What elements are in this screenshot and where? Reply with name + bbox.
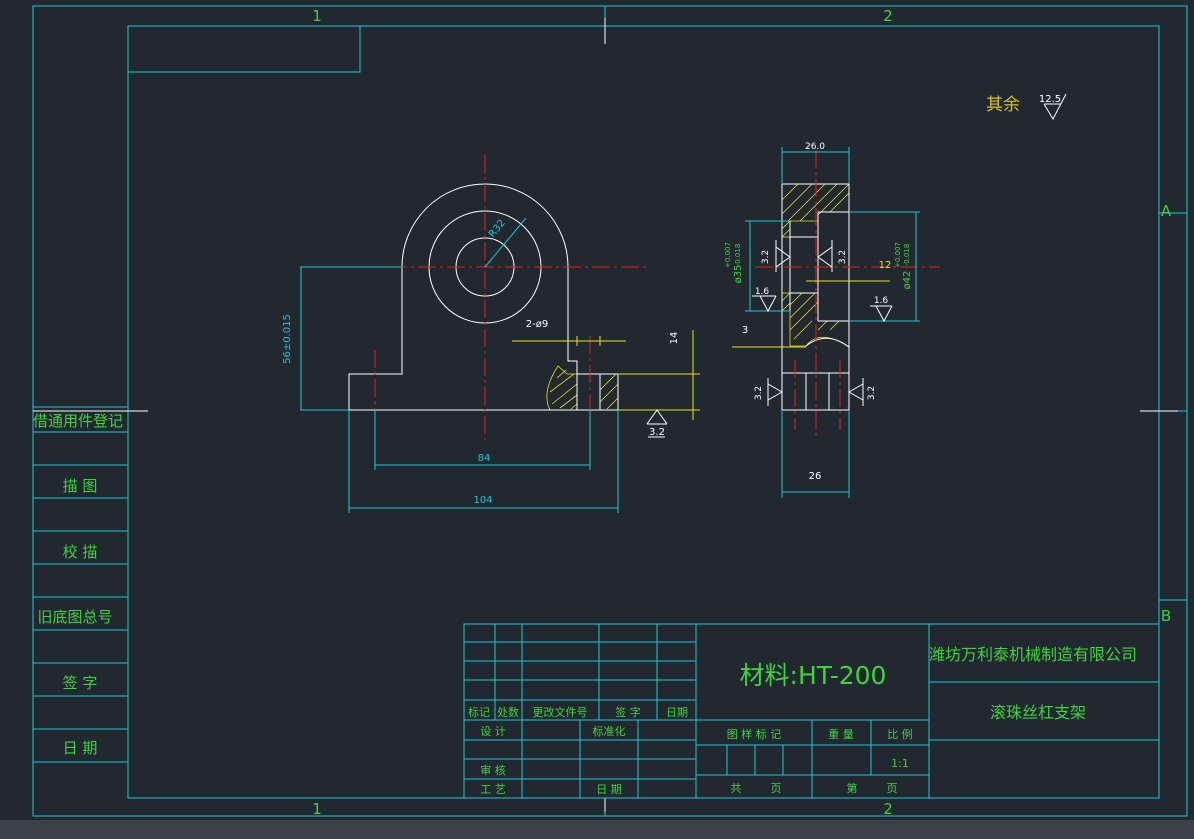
dim-width104 (348, 410, 619, 513)
total-label: 共 (731, 782, 742, 795)
dim-depth (618, 330, 700, 420)
rev-header: 更改文件号 (533, 705, 588, 719)
part-name: 滚珠丝杠支架 (990, 703, 1086, 722)
zone-label-top-1: 1 (312, 7, 322, 25)
finish-b-icon (817, 246, 833, 268)
company-name: 潍坊万利泰机械制造有限公司 (929, 645, 1137, 664)
zone-label-top-2: 2 (883, 7, 893, 25)
roughness-note-value: 12.5 (1039, 94, 1061, 105)
side-table-row: 日 期 (63, 739, 98, 757)
dim-holes (512, 336, 626, 346)
design-label: 设 计 (480, 725, 506, 738)
review-label: 审 核 (480, 763, 506, 777)
front-view-hatch (546, 365, 619, 411)
front-view: R32 56±0.015 2-ø9 14 3.2 (282, 155, 700, 513)
dim-len3-label: 3 (742, 325, 748, 336)
dim-width26-bottom-label: 26 (809, 471, 822, 482)
dim-depth-label: 14 (669, 332, 680, 345)
page-label: 页 (887, 782, 898, 795)
dim-holes-label: 2-ø9 (526, 319, 548, 330)
side-view-centerlines (755, 150, 940, 440)
zone-label-bottom-2: 2 (883, 800, 893, 818)
dim-width26-bottom (781, 410, 850, 498)
side-table-row: 签 字 (63, 674, 98, 692)
finish-f-icon (847, 383, 864, 401)
scale-label: 比 例 (887, 727, 913, 741)
finish-base-label: 3.2 (649, 427, 665, 438)
radius-label: R32 (487, 218, 508, 240)
dim-bore35 (745, 220, 790, 312)
dim-width104-label: 104 (473, 495, 492, 506)
finish-d-icon (875, 305, 893, 323)
status-bar (0, 820, 1194, 839)
finish-d-label: 1.6 (874, 296, 889, 306)
finish-b-label: 3.2 (838, 250, 848, 264)
finish-f-label: 3.2 (867, 386, 877, 400)
date-label: 日 期 (596, 783, 622, 796)
dim-bore42-tol-dn: -0.018 (903, 244, 911, 267)
rev-header: 签 字 (615, 705, 641, 719)
roughness-note-label: 其余 (986, 95, 1020, 115)
dim-height-label: 56±0.015 (282, 314, 293, 364)
finish-a-label: 3.2 (761, 250, 771, 264)
side-table-row: 描 图 (63, 477, 98, 495)
process-label: 工 艺 (480, 783, 506, 796)
frame-white-marks (33, 18, 1178, 812)
front-view-centerlines (360, 155, 650, 440)
dim-width84-label: 84 (478, 453, 491, 464)
dim-bore42-label: ø42 (902, 271, 913, 290)
finish-base-icon (646, 409, 668, 438)
dim-width26-top (781, 147, 850, 184)
roughness-note: 其余 12.5 (986, 93, 1067, 121)
sheet-label: 第 (847, 781, 858, 795)
drawing-frame (32, 5, 1188, 817)
dim-width84 (374, 410, 591, 470)
dim-width26-top-label: 26.0 (805, 142, 825, 152)
rev-header: 标记 (468, 705, 490, 719)
title-block (463, 623, 1160, 799)
scale-value: 1:1 (891, 757, 909, 770)
side-table-row: 借通用件登记 (33, 412, 123, 430)
dim-bore35-label: ø35 (733, 265, 744, 284)
finish-a-icon (775, 246, 791, 268)
dim-len12-label: 12 (879, 260, 892, 271)
weight-label: 重 量 (828, 727, 854, 741)
dim-bore35-tol-up: +0.007 (724, 242, 732, 268)
roughness-symbol-icon (1043, 93, 1067, 121)
side-table-row: 旧底图总号 (37, 608, 112, 626)
side-view: 26.0 ø35 +0.007 -0.018 ø42 +0.007 -0.018… (724, 142, 940, 498)
dim-bore42-tol-up: +0.007 (894, 242, 902, 268)
side-table-row: 校 描 (63, 543, 98, 561)
drawing-mark-label: 图 样 标 记 (727, 727, 782, 741)
dim-height (300, 266, 402, 411)
dim-bore35-tol-dn: -0.018 (734, 244, 742, 267)
zone-label-right-a: A (1161, 202, 1172, 220)
finish-e-label: 3.2 (754, 386, 764, 400)
rev-header: 日期 (666, 706, 688, 719)
radius-leader (484, 217, 527, 268)
page-label: 页 (771, 782, 782, 795)
material-label: 材料:HT-200 (740, 661, 887, 690)
side-table (33, 406, 128, 763)
finish-c-icon (759, 295, 777, 313)
rev-header: 处数 (497, 706, 519, 719)
finish-e-icon (767, 383, 784, 401)
standard-label: 标准化 (593, 724, 626, 738)
finish-c-label: 1.6 (755, 287, 770, 297)
zone-label-right-b: B (1161, 607, 1171, 625)
front-view-outline (348, 183, 619, 411)
zone-label-bottom-1: 1 (312, 800, 322, 818)
